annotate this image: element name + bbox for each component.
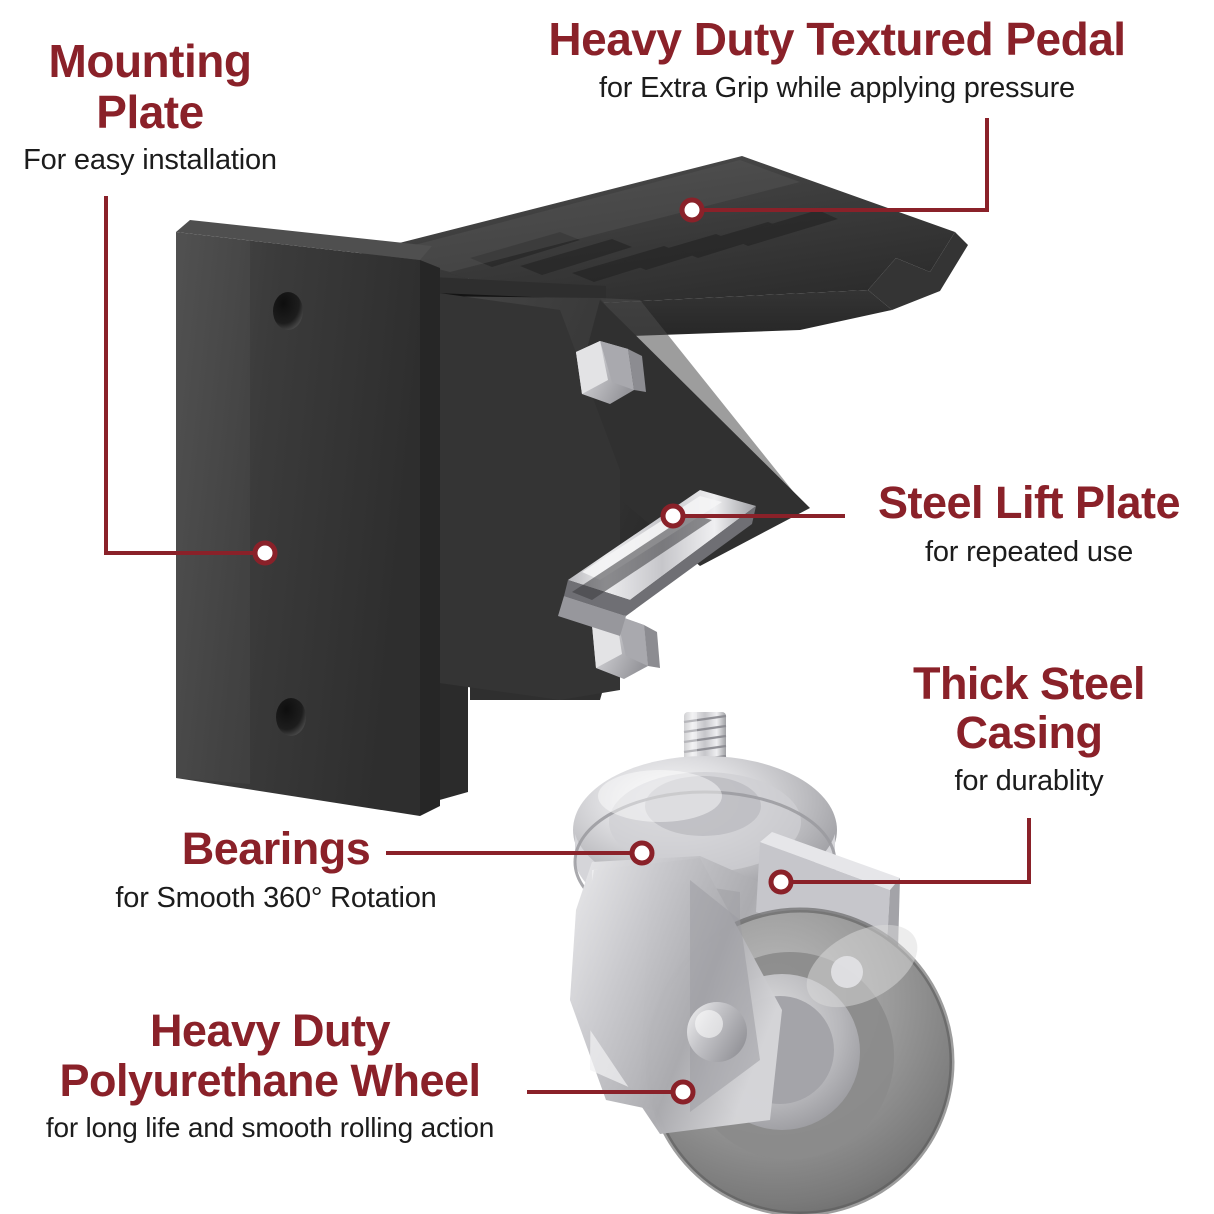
callout-subtitle-textured-pedal: for Extra Grip while applying pressure [599, 71, 1075, 104]
mounting-hole-top [273, 292, 303, 330]
callout-textured-pedal: Heavy Duty Textured Pedal for Extra Grip… [460, 14, 1214, 103]
callout-subtitle-polyurethane-wheel: for long life and smooth rolling action [45, 1112, 495, 1143]
callout-title-polyurethane-wheel: Heavy Duty Polyurethane Wheel [0, 1006, 540, 1105]
swivel-caster [570, 712, 955, 1214]
mounting-plate-edge [420, 260, 440, 816]
wheel-gloss [806, 924, 918, 1008]
pedal-tread-ribs [470, 210, 838, 282]
callout-subtitle-steel-lift-plate: for repeated use [925, 535, 1133, 568]
callout-title-steel-lift-plate: Steel Lift Plate [877, 477, 1181, 528]
callout-title-line2: Plate [96, 85, 204, 138]
bearing-race-dome-center [645, 776, 761, 836]
pedal-nose [868, 232, 968, 310]
callout-title-line1: Mounting [48, 35, 252, 87]
mounting-plate-sheen [176, 232, 250, 784]
callout-title-textured-pedal: Heavy Duty Textured Pedal [548, 13, 1126, 65]
callout-mounting-plate: Mounting Plate For easy installation [0, 36, 300, 177]
callout-title-thick-steel-casing: Thick Steel Casing [864, 658, 1194, 758]
callout-subtitle-mounting-plate: For easy installation [23, 144, 277, 177]
callout-title-line2: Casing [955, 706, 1103, 758]
pedal-channel-lip [412, 276, 606, 300]
callout-subtitle-bearings: for Smooth 360° Rotation [115, 881, 437, 914]
callout-subtitle-thick-steel-casing: for durablity [954, 765, 1104, 798]
mounting-hole-bottom [276, 698, 306, 736]
callout-steel-lift-plate: Steel Lift Plate for repeated use [844, 478, 1214, 567]
callout-title-line2: Polyurethane Wheel [59, 1054, 481, 1106]
callout-bearings: Bearings for Smooth 360° Rotation [66, 824, 486, 913]
callout-polyurethane-wheel: Heavy Duty Polyurethane Wheel for long l… [0, 1006, 540, 1142]
hex-bolt-upper [576, 341, 646, 404]
callout-title-bearings: Bearings [181, 823, 371, 874]
fork-shoulder-rivet [831, 956, 863, 988]
callout-title-line1: Thick Steel [912, 658, 1146, 709]
callout-title-mounting-plate: Mounting Plate [0, 36, 300, 137]
callout-title-line1: Heavy Duty [149, 1005, 391, 1056]
callout-thick-steel-casing: Thick Steel Casing for durablity [864, 658, 1194, 798]
